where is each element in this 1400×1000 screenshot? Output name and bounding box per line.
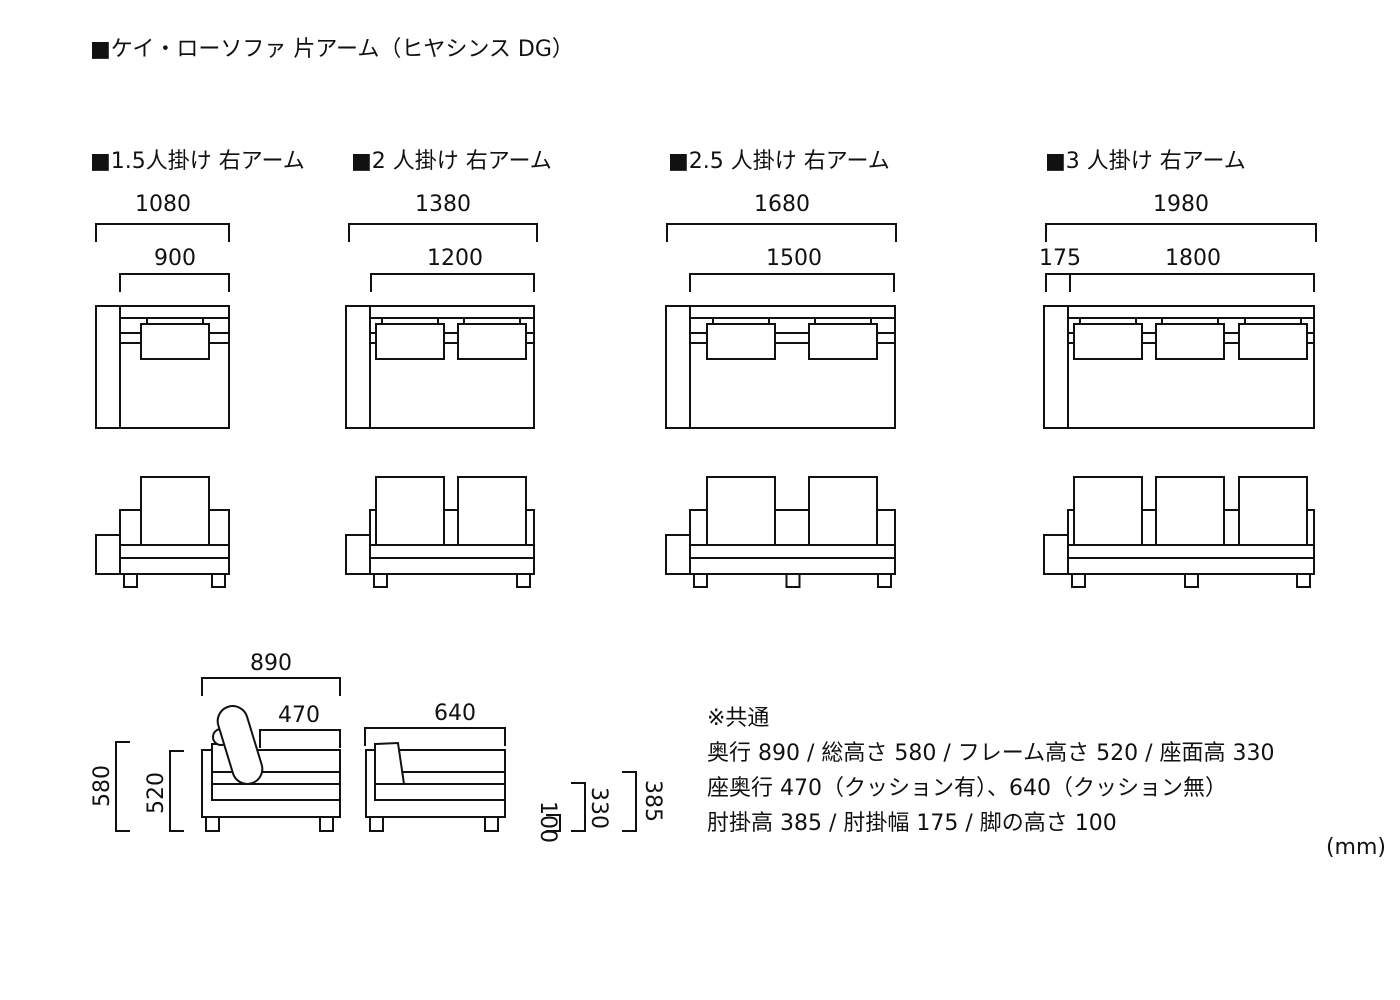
- seat-frame-front: [369, 544, 535, 575]
- leg: [373, 573, 388, 588]
- model-label-3: ■3 人掛け 右アーム: [1045, 149, 1246, 174]
- leg: [1184, 573, 1199, 588]
- leg-height-bracket: [546, 814, 561, 832]
- notes-line-2: 座奥行 470（クッション有）、640（クッション無）: [707, 776, 1227, 801]
- inner-width-3: 1800: [1165, 246, 1221, 271]
- total-height: 580: [90, 765, 115, 807]
- notes-line-3: 肘掛高 385 / 肘掛幅 175 / 脚の高さ 100: [707, 811, 1117, 836]
- side-depth: 890: [250, 651, 292, 676]
- back-cushion-top: [808, 323, 878, 360]
- inner-width-bracket: [689, 273, 895, 292]
- back-cushion-top: [706, 323, 776, 360]
- leg: [1071, 573, 1086, 588]
- back-cushion-front: [706, 476, 776, 546]
- arm-height-bracket: [622, 771, 637, 832]
- seat-frame-front: [1067, 544, 1315, 575]
- armrest-front: [665, 534, 691, 575]
- frame-height: 520: [144, 772, 169, 814]
- width-2: 1380: [415, 192, 471, 217]
- back-cushion-top: [375, 323, 445, 360]
- inner-width-2: 1200: [427, 246, 483, 271]
- width-3: 1980: [1153, 192, 1209, 217]
- width-1-5: 1080: [135, 192, 191, 217]
- diagram-title: ■ケイ・ローソファ 片アーム（ヒヤシンス DG）: [90, 37, 574, 62]
- leg: [785, 573, 801, 588]
- arm-width-3: 175: [1039, 246, 1081, 271]
- seat-frame-front: [119, 544, 230, 575]
- model-label-2: ■2 人掛け 右アーム: [351, 149, 552, 174]
- seat-height-bracket: [571, 782, 586, 832]
- leg: [123, 573, 138, 588]
- leg-height: 100: [535, 801, 560, 843]
- leg: [319, 816, 334, 832]
- side-back-no-cushion: [374, 741, 406, 785]
- inner-width-bracket: [370, 273, 535, 292]
- back-cushion-front: [140, 476, 210, 546]
- back-cushion-top: [1073, 323, 1143, 360]
- inner-width-bracket: [1069, 273, 1315, 292]
- inner-width-2-5: 1500: [766, 246, 822, 271]
- model-label-1-5: ■1.5人掛け 右アーム: [90, 149, 305, 174]
- inner-width-bracket: [119, 273, 230, 292]
- width-2-5: 1680: [754, 192, 810, 217]
- seat-frame-front: [689, 544, 896, 575]
- leg: [484, 816, 499, 832]
- frame-height-bracket: [169, 750, 184, 832]
- leg: [211, 573, 226, 588]
- leg: [369, 816, 384, 832]
- back-cushion-front: [457, 476, 527, 546]
- back-cushion-front: [1238, 476, 1308, 546]
- overall-width-bracket: [95, 223, 230, 242]
- armrest-front: [345, 534, 371, 575]
- back-cushion-front: [1073, 476, 1143, 546]
- arm-width-bracket: [1045, 273, 1071, 292]
- leg: [1296, 573, 1311, 588]
- back-cushion-top: [1238, 323, 1308, 360]
- armrest-front: [95, 534, 121, 575]
- back-cushion-top: [140, 323, 210, 360]
- side-seat: [211, 783, 341, 801]
- back-cushion-side: [216, 705, 264, 785]
- seat-depth-bracket: [364, 727, 506, 746]
- back-cushion-top: [1155, 323, 1225, 360]
- seat-depth-cushion: 470: [278, 703, 320, 728]
- notes-heading: ※共通: [707, 706, 770, 731]
- leg: [516, 573, 531, 588]
- overall-width-bracket: [348, 223, 538, 242]
- overall-width-bracket: [1045, 223, 1317, 242]
- total-height-bracket: [115, 741, 130, 832]
- armrest-front: [1043, 534, 1069, 575]
- leg: [693, 573, 708, 588]
- back-cushion-front: [808, 476, 878, 546]
- inner-width-1-5: 900: [154, 246, 196, 271]
- back-cushion-front: [375, 476, 445, 546]
- back-cushion-top: [457, 323, 527, 360]
- notes-line-1: 奥行 890 / 総高さ 580 / フレーム高さ 520 / 座面高 330: [707, 741, 1275, 766]
- leg: [205, 816, 220, 832]
- model-label-2-5: ■2.5 人掛け 右アーム: [668, 149, 890, 174]
- leg: [877, 573, 892, 588]
- side-seat: [374, 783, 506, 801]
- seat-height: 330: [586, 787, 611, 829]
- back-cushion-front: [1155, 476, 1225, 546]
- overall-width-bracket: [666, 223, 897, 242]
- seat-depth-no-cushion: 640: [434, 701, 476, 726]
- arm-height: 385: [640, 780, 665, 822]
- depth-bracket: [201, 677, 341, 696]
- unit-label: (mm): [1326, 835, 1386, 860]
- seat-depth-bracket: [259, 729, 341, 748]
